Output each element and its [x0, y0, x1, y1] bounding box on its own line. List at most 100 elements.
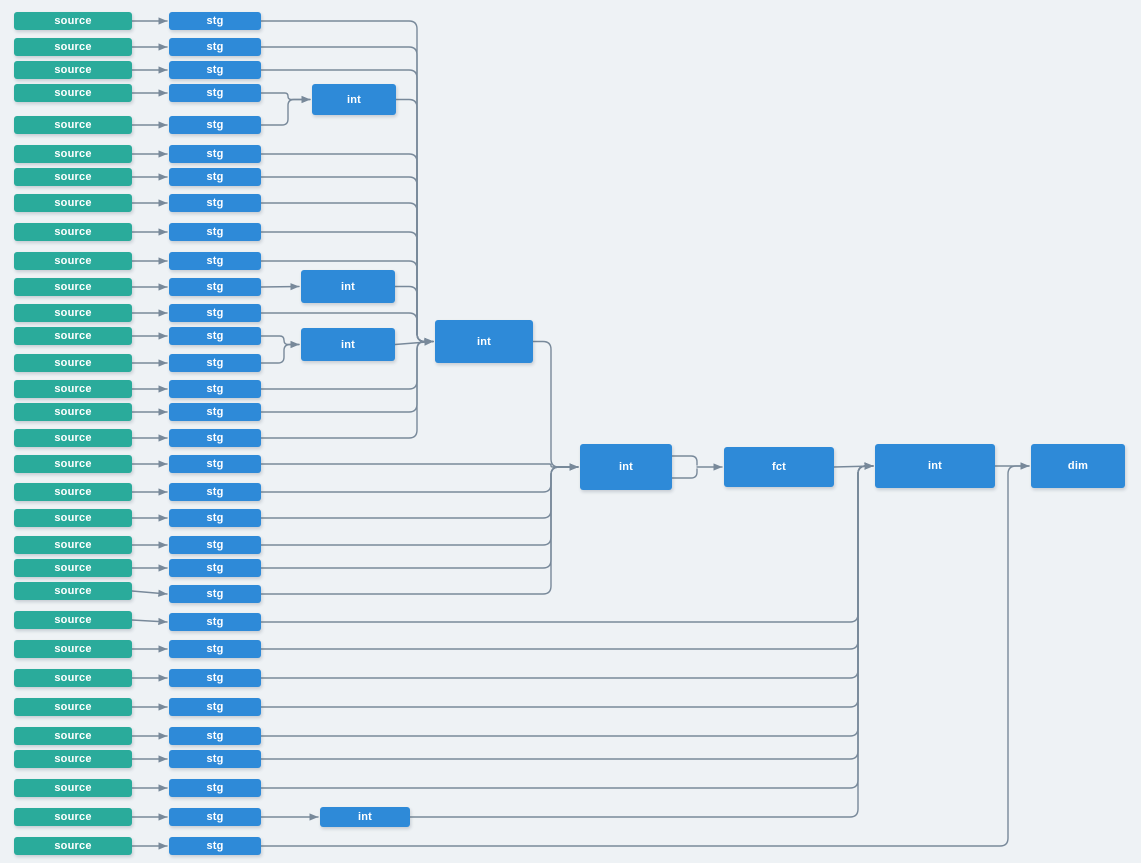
- node-stg-stg3[interactable]: stg: [169, 61, 261, 79]
- node-stg-stg14[interactable]: stg: [169, 354, 261, 372]
- node-label: source: [54, 171, 92, 183]
- node-label: source: [54, 672, 92, 684]
- node-stg-stg26[interactable]: stg: [169, 669, 261, 687]
- node-source-src17[interactable]: source: [14, 429, 132, 447]
- node-source-src27[interactable]: source: [14, 698, 132, 716]
- edge-stg7-to-int4: [260, 176, 434, 346]
- node-source-src16[interactable]: source: [14, 403, 132, 421]
- node-source-src12[interactable]: source: [14, 304, 132, 322]
- edge-stg11-to-int2: [260, 282, 300, 291]
- node-label: source: [54, 840, 92, 852]
- node-source-src19[interactable]: source: [14, 483, 132, 501]
- node-source-src21[interactable]: source: [14, 536, 132, 554]
- node-stg-stg8[interactable]: stg: [169, 194, 261, 212]
- edge-src24-to-stg24: [131, 617, 168, 626]
- node-label: source: [54, 197, 92, 209]
- node-label: stg: [206, 41, 224, 53]
- node-stg-stg7[interactable]: stg: [169, 168, 261, 186]
- node-stg-stg30[interactable]: stg: [169, 779, 261, 797]
- node-int-int7[interactable]: int: [320, 807, 410, 827]
- node-stg-stg15[interactable]: stg: [169, 380, 261, 398]
- node-source-src26[interactable]: source: [14, 669, 132, 687]
- node-source-src5[interactable]: source: [14, 116, 132, 134]
- node-stg-stg9[interactable]: stg: [169, 223, 261, 241]
- node-source-src15[interactable]: source: [14, 380, 132, 398]
- node-source-src18[interactable]: source: [14, 455, 132, 473]
- node-source-src1[interactable]: source: [14, 12, 132, 30]
- node-stg-stg13[interactable]: stg: [169, 327, 261, 345]
- node-source-src13[interactable]: source: [14, 327, 132, 345]
- node-label: stg: [206, 539, 224, 551]
- node-int-int3[interactable]: int: [301, 328, 395, 361]
- node-source-src10[interactable]: source: [14, 252, 132, 270]
- node-stg-stg12[interactable]: stg: [169, 304, 261, 322]
- node-source-src3[interactable]: source: [14, 61, 132, 79]
- node-label: stg: [206, 782, 224, 794]
- node-source-src32[interactable]: source: [14, 837, 132, 855]
- node-int-int6[interactable]: int: [875, 444, 995, 488]
- node-int-int5[interactable]: int: [580, 444, 672, 490]
- node-stg-stg28[interactable]: stg: [169, 727, 261, 745]
- node-source-src11[interactable]: source: [14, 278, 132, 296]
- node-label: source: [54, 458, 92, 470]
- node-source-src25[interactable]: source: [14, 640, 132, 658]
- node-source-src4[interactable]: source: [14, 84, 132, 102]
- node-stg-stg29[interactable]: stg: [169, 750, 261, 768]
- node-label: source: [54, 15, 92, 27]
- node-source-src20[interactable]: source: [14, 509, 132, 527]
- node-label: source: [54, 406, 92, 418]
- node-stg-stg21[interactable]: stg: [169, 536, 261, 554]
- node-source-src30[interactable]: source: [14, 779, 132, 797]
- node-stg-stg32[interactable]: stg: [169, 837, 261, 855]
- node-source-src7[interactable]: source: [14, 168, 132, 186]
- node-stg-stg23[interactable]: stg: [169, 585, 261, 603]
- edge-stg14-to-int3: [260, 340, 300, 364]
- node-label: source: [54, 753, 92, 765]
- node-stg-stg2[interactable]: stg: [169, 38, 261, 56]
- node-stg-stg19[interactable]: stg: [169, 483, 261, 501]
- node-label: stg: [206, 588, 224, 600]
- node-stg-stg25[interactable]: stg: [169, 640, 261, 658]
- node-label: stg: [206, 811, 224, 823]
- node-source-src23[interactable]: source: [14, 582, 132, 600]
- node-source-src9[interactable]: source: [14, 223, 132, 241]
- node-stg-stg31[interactable]: stg: [169, 808, 261, 826]
- edge-stg29-to-int6: [260, 462, 874, 760]
- edge-stg30-to-int6: [260, 462, 874, 789]
- node-stg-stg6[interactable]: stg: [169, 145, 261, 163]
- node-int-int1[interactable]: int: [312, 84, 396, 115]
- node-label: source: [54, 486, 92, 498]
- edge-stg28-to-int6: [260, 462, 874, 737]
- node-label: source: [54, 281, 92, 293]
- node-source-src28[interactable]: source: [14, 727, 132, 745]
- node-fct-fct1[interactable]: fct: [724, 447, 834, 487]
- node-label: stg: [206, 840, 224, 852]
- node-dim-dim1[interactable]: dim: [1031, 444, 1125, 488]
- node-source-src22[interactable]: source: [14, 559, 132, 577]
- node-stg-stg27[interactable]: stg: [169, 698, 261, 716]
- node-source-src6[interactable]: source: [14, 145, 132, 163]
- node-source-src29[interactable]: source: [14, 750, 132, 768]
- node-stg-stg5[interactable]: stg: [169, 116, 261, 134]
- node-stg-stg1[interactable]: stg: [169, 12, 261, 30]
- node-int-int4[interactable]: int: [435, 320, 533, 363]
- node-stg-stg4[interactable]: stg: [169, 84, 261, 102]
- node-stg-stg16[interactable]: stg: [169, 403, 261, 421]
- node-source-src14[interactable]: source: [14, 354, 132, 372]
- node-label: source: [54, 562, 92, 574]
- node-label: stg: [206, 643, 224, 655]
- node-stg-stg20[interactable]: stg: [169, 509, 261, 527]
- node-source-src24[interactable]: source: [14, 611, 132, 629]
- node-source-src2[interactable]: source: [14, 38, 132, 56]
- node-int-int2[interactable]: int: [301, 270, 395, 303]
- node-source-src31[interactable]: source: [14, 808, 132, 826]
- node-stg-stg24[interactable]: stg: [169, 613, 261, 631]
- node-stg-stg10[interactable]: stg: [169, 252, 261, 270]
- edge-int1-to-int4: [395, 98, 434, 346]
- edge-int7-to-int6: [409, 462, 874, 818]
- node-stg-stg11[interactable]: stg: [169, 278, 261, 296]
- node-source-src8[interactable]: source: [14, 194, 132, 212]
- node-stg-stg17[interactable]: stg: [169, 429, 261, 447]
- node-stg-stg18[interactable]: stg: [169, 455, 261, 473]
- node-stg-stg22[interactable]: stg: [169, 559, 261, 577]
